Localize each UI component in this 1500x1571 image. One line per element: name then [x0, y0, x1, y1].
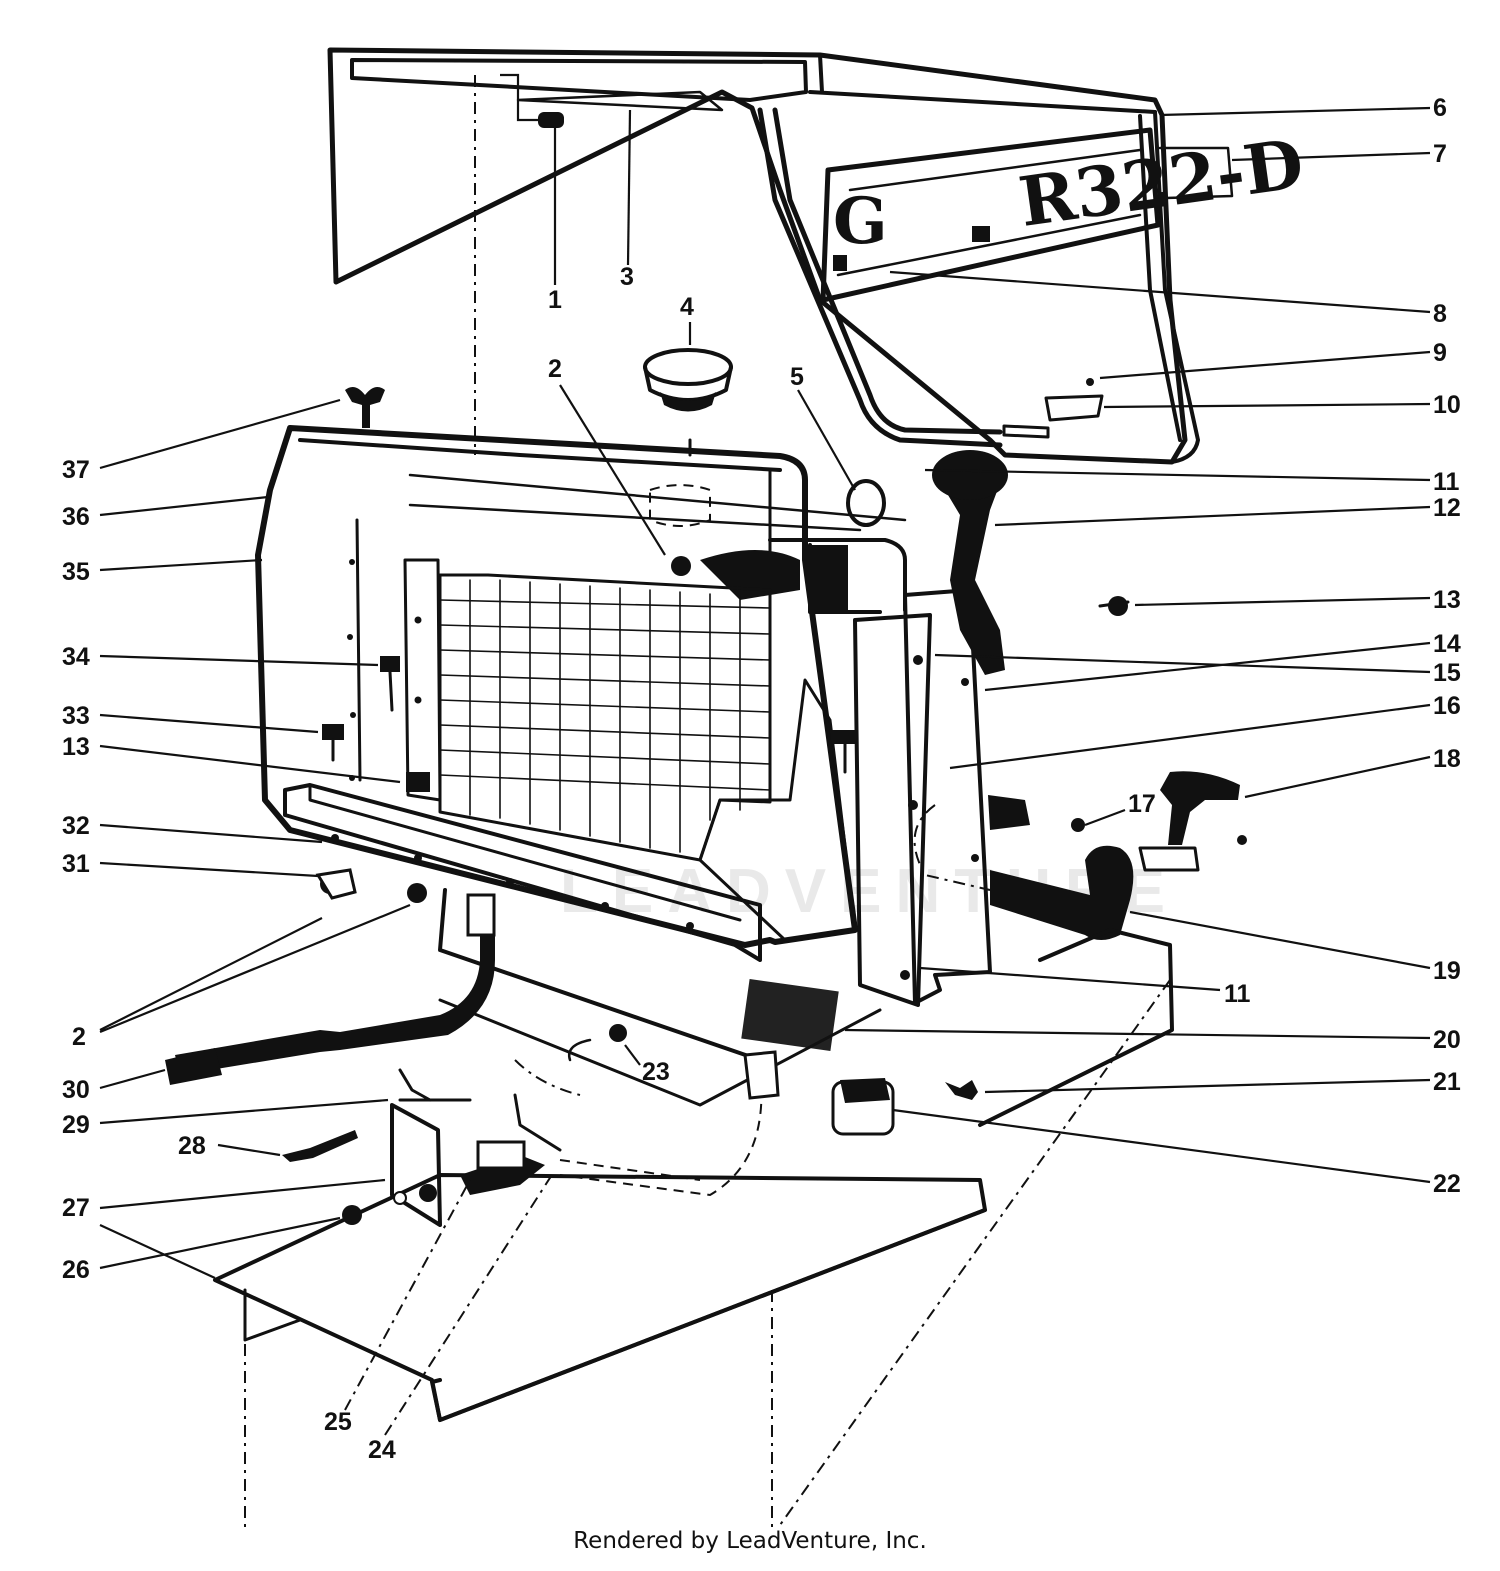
upper-hose [932, 450, 1008, 675]
screws [315, 112, 1130, 903]
callout-10: 10 [1433, 391, 1461, 419]
callout-15: 15 [1433, 659, 1461, 687]
callout-20: 20 [1433, 1026, 1461, 1054]
switch-block [282, 1024, 627, 1227]
callout-28: 28 [178, 1132, 206, 1160]
callout-1: 1 [548, 286, 562, 314]
callout-19: 19 [1433, 957, 1461, 985]
callout-17: 17 [1128, 790, 1156, 818]
callout-11-bottom: 11 [1224, 980, 1251, 1008]
callout-4: 4 [680, 293, 694, 321]
decal-mark [972, 226, 990, 242]
callout-30: 30 [62, 1076, 90, 1104]
decal-mark-small [833, 255, 847, 271]
callout-24: 24 [368, 1436, 396, 1464]
callout-8: 8 [1433, 300, 1447, 328]
callout-33: 33 [62, 702, 90, 730]
lower-hose [913, 795, 1134, 940]
callout-3: 3 [620, 263, 634, 291]
callout-32: 32 [62, 812, 90, 840]
callout-9: 9 [1433, 339, 1447, 367]
radiator-shroud [255, 425, 858, 962]
callout-2-bottom: 2 [72, 1023, 86, 1051]
callout-36: 36 [62, 503, 90, 531]
callout-12: 12 [1433, 494, 1461, 522]
callout-23: 23 [642, 1058, 670, 1086]
leader-lines [99, 73, 1431, 1436]
frame-base [213, 888, 1174, 1530]
callout-22: 22 [1433, 1170, 1461, 1198]
drain-handle [1138, 771, 1247, 872]
callout-7: 7 [1433, 140, 1447, 168]
callout-25: 25 [324, 1408, 352, 1436]
callout-21: 21 [1433, 1068, 1461, 1096]
callout-16: 16 [1433, 692, 1461, 720]
callout-2-top: 2 [548, 355, 562, 383]
callout-27: 27 [62, 1194, 90, 1222]
callout-labels: 1 3 4 2 5 6 7 8 9 10 11 12 13 14 15 16 1… [62, 94, 1461, 1464]
callout-34: 34 [62, 643, 90, 671]
drain-fitting [460, 1050, 780, 1197]
callout-13-left: 13 [62, 733, 90, 761]
callout-18: 18 [1433, 745, 1461, 773]
coolant-hose [165, 893, 496, 1085]
callout-14: 14 [1433, 630, 1461, 658]
radiator-tank [408, 473, 907, 614]
callout-6: 6 [1433, 94, 1447, 122]
callout-37: 37 [62, 456, 90, 484]
radiator-cap [643, 348, 733, 457]
side-panel [741, 588, 992, 1051]
hood: G R322-D [327, 47, 1308, 465]
callout-13-right: 13 [1433, 586, 1461, 614]
callout-11-top: 11 [1433, 468, 1460, 496]
callout-29: 29 [62, 1111, 90, 1139]
callout-26: 26 [62, 1256, 90, 1284]
callout-31: 31 [62, 850, 90, 878]
callout-35: 35 [62, 558, 90, 586]
decal-letter: G [833, 184, 888, 259]
footer-credit: Rendered by LeadVenture, Inc. [573, 1528, 927, 1554]
callout-5: 5 [790, 363, 804, 391]
